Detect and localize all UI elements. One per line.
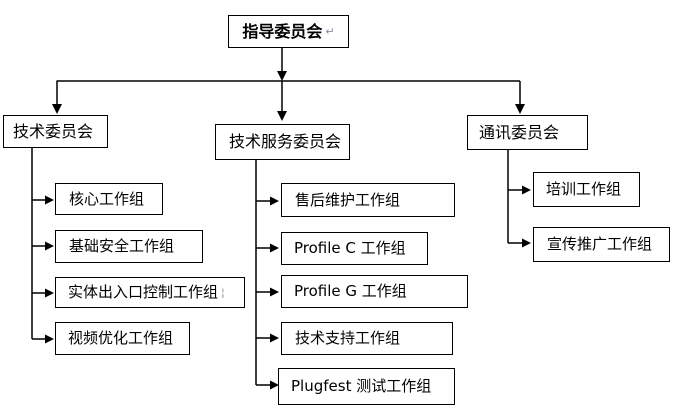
node-promotion-wg[interactable]: 宣传推广工作组 xyxy=(533,227,670,262)
node-label: 技术服务委员会 xyxy=(229,132,342,151)
node-steering-committee[interactable]: 指导委员会 ↵ xyxy=(228,15,349,48)
node-core-wg[interactable]: 核心工作组 xyxy=(55,183,163,215)
node-label: 宣传推广工作组 xyxy=(547,235,653,253)
node-label: 技术支持工作组 xyxy=(295,329,401,347)
node-label: 培训工作组 xyxy=(546,180,622,198)
line-break-mark: ↵ xyxy=(325,25,335,38)
node-label: 基础安全工作组 xyxy=(69,237,175,255)
node-label: 核心工作组 xyxy=(69,189,145,208)
node-label: 技术委员会 xyxy=(13,121,94,141)
node-plugfest-test-wg[interactable]: Plugfest 测试工作组 xyxy=(278,368,455,405)
node-profile-c-wg[interactable]: Profile C 工作组 xyxy=(281,232,428,265)
node-label: 指导委员会 xyxy=(242,21,323,41)
node-label: Profile G 工作组 xyxy=(294,282,407,300)
node-tech-service-committee[interactable]: 技术服务委员会 xyxy=(215,124,350,160)
node-tech-committee[interactable]: 技术委员会 xyxy=(3,115,108,148)
node-label: 实体出入口控制工作组 xyxy=(68,283,219,301)
arrowheads xyxy=(45,71,531,390)
node-label: 售后维护工作组 xyxy=(295,190,401,209)
node-entity-access-control-wg[interactable]: 实体出入口控制工作组 ¦ xyxy=(55,277,245,308)
node-label: Profile C 工作组 xyxy=(294,239,406,257)
node-basic-security-wg[interactable]: 基础安全工作组 xyxy=(55,230,203,263)
node-training-wg[interactable]: 培训工作组 xyxy=(533,172,640,207)
node-label: 视频优化工作组 xyxy=(68,329,174,347)
node-after-sales-wg[interactable]: 售后维护工作组 xyxy=(281,183,455,217)
node-comm-committee[interactable]: 通讯委员会 xyxy=(467,115,588,150)
node-video-optimization-wg[interactable]: 视频优化工作组 xyxy=(55,322,190,355)
node-tech-support-wg[interactable]: 技术支持工作组 xyxy=(281,322,453,355)
node-label: Plugfest 测试工作组 xyxy=(291,377,432,395)
line-break-mark: ¦ xyxy=(221,286,225,299)
node-profile-g-wg[interactable]: Profile G 工作组 xyxy=(281,275,468,308)
node-label: 通讯委员会 xyxy=(479,122,560,142)
